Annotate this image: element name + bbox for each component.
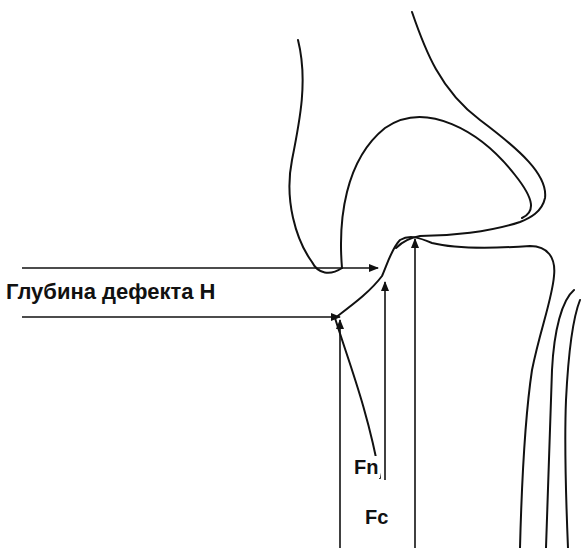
force-arrow: [384, 282, 386, 480]
femoral-condyle: [341, 117, 531, 268]
dimension-label: Глубина дефекта H: [4, 280, 217, 304]
tibial-plateau: [335, 237, 554, 548]
dimension-line: [22, 267, 378, 269]
fibula-outline: [565, 300, 580, 548]
force-arrow: [339, 320, 341, 548]
force-label: Fn: [352, 456, 380, 478]
force-arrow: [414, 239, 416, 548]
femur-outline: [289, 40, 342, 273]
femur-outline: [396, 12, 545, 248]
force-label: Fc: [363, 506, 390, 528]
dimension-line: [22, 316, 340, 318]
fibula-outline: [546, 290, 574, 548]
tibia-anterior: [335, 318, 380, 478]
